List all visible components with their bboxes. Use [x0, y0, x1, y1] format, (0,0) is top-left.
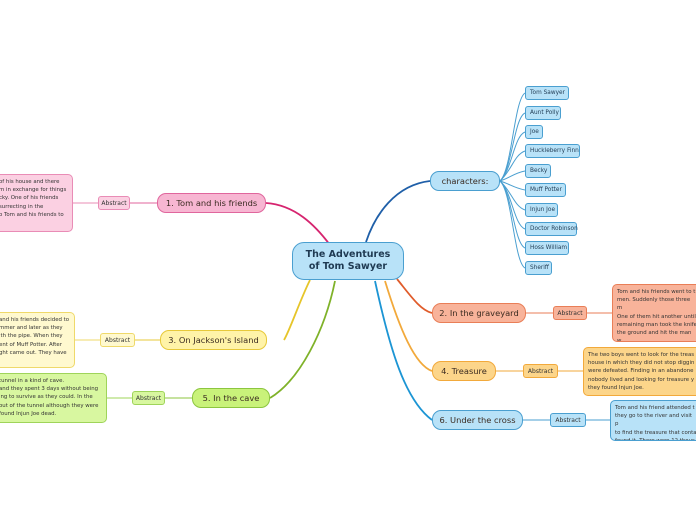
branch-topic-2[interactable]: 2. In the graveyard [432, 303, 526, 323]
central-topic-label: The Adventures of Tom Sawyer [305, 249, 391, 272]
summary-note-4: The two boys went to look for the treas … [583, 347, 696, 396]
character-item-label: Tom Sawyer [530, 90, 565, 96]
branch-topic-1[interactable]: 1. Tom and his friends [157, 193, 266, 213]
branch-topic-label: 2. In the graveyard [439, 308, 519, 318]
character-item-label: Joe [530, 129, 539, 135]
character-item[interactable]: Aunt Polly [525, 106, 561, 120]
connector-branch-1 [265, 202, 331, 246]
connector-branch-4 [384, 280, 433, 372]
branch-topic-label: 4. Treasure [441, 366, 487, 376]
character-item[interactable]: Sheriff [525, 261, 552, 275]
central-topic[interactable]: The Adventures of Tom Sawyer [292, 242, 404, 280]
character-item[interactable]: Muff Potter [525, 183, 566, 197]
connector-branch-6 [374, 280, 433, 421]
abstract-label-2[interactable]: Abstract [553, 306, 587, 320]
connector-character-items [499, 92, 526, 269]
branch-topic-4[interactable]: 4. Treasure [432, 361, 496, 381]
abstract-label-4[interactable]: Abstract [523, 364, 558, 378]
branch-topic-label: 3. On Jackson's Island [168, 335, 259, 345]
character-item-label: Injun Joe [530, 207, 556, 213]
characters-topic[interactable]: characters: [430, 171, 500, 191]
character-item[interactable]: Huckleberry Finn [525, 144, 580, 158]
connector-characters [365, 180, 431, 243]
abstract-label-6[interactable]: Abstract [550, 413, 586, 427]
summary-note-2: Tom and his friends went to t men. Sudde… [612, 284, 696, 342]
branch-topic-label: 1. Tom and his friends [165, 198, 258, 208]
character-item-label: Becky [530, 168, 548, 174]
abstract-text: Abstract [557, 309, 583, 317]
character-item-label: Doctor Robinson [530, 226, 578, 232]
character-item-label: Aunt Polly [530, 110, 559, 116]
abstract-label-3[interactable]: Abstract [100, 333, 135, 347]
characters-topic-label: characters: [441, 176, 489, 186]
character-item[interactable]: Doctor Robinson [525, 222, 578, 236]
character-item-label: Muff Potter [530, 187, 562, 193]
abstract-text: Abstract [104, 336, 131, 344]
character-item[interactable]: Joe [525, 125, 543, 139]
connector-branch-3 [283, 279, 311, 341]
abstract-label-1[interactable]: Abstract [98, 196, 130, 210]
character-item[interactable]: Becky [525, 164, 551, 178]
branch-topic-3[interactable]: 3. On Jackson's Island [160, 330, 267, 350]
character-item-label: Sheriff [530, 265, 549, 271]
summary-note-1: of his house and there m in exchange for… [0, 174, 73, 232]
summary-note-3: and his friends decided to mmer and late… [0, 312, 75, 368]
branch-topic-label: 6. Under the cross [439, 415, 516, 425]
abstract-text: Abstract [555, 416, 581, 424]
connector-branch-2 [396, 278, 433, 314]
abstract-label-5[interactable]: Abstract [132, 391, 165, 405]
abstract-text: Abstract [101, 199, 127, 207]
branch-topic-5[interactable]: 5. In the cave [192, 388, 270, 408]
character-item[interactable]: Injun Joe [525, 203, 558, 217]
character-item[interactable]: Tom Sawyer [525, 86, 569, 100]
branch-topic-label: 5. In the cave [202, 393, 260, 403]
character-item-label: Hoss William [530, 245, 568, 251]
branch-topic-6[interactable]: 6. Under the cross [432, 410, 523, 430]
abstract-text: Abstract [135, 394, 162, 402]
connector-branch-5 [269, 280, 336, 399]
summary-note-5: tunnel in a kind of cave. and they spent… [0, 373, 107, 423]
character-item-label: Huckleberry Finn [530, 148, 579, 154]
character-item[interactable]: Hoss William [525, 241, 569, 255]
abstract-text: Abstract [527, 367, 554, 375]
summary-note-6: Tom and his friend attended t they go to… [610, 400, 696, 441]
